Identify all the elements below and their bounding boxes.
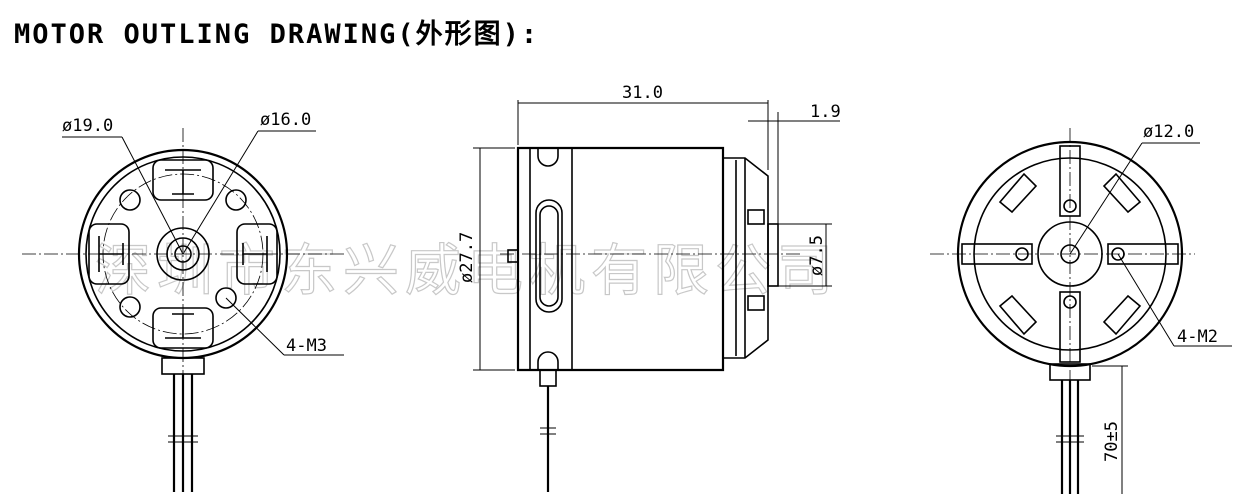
rear-lead-len-label: 70±5 [1102, 421, 1122, 462]
front-dia-bolt-label: ø16.0 [260, 110, 311, 130]
front-dia-outer-label: ø19.0 [62, 116, 113, 136]
drawing-title: MOTOR OUTLING DRAWING(外形图): [14, 19, 540, 50]
side-view: 31.0 1.9 ø27.7 ø7.5 [457, 83, 841, 492]
side-body-dia-label: ø27.7 [457, 232, 477, 283]
side-length-label: 31.0 [622, 83, 663, 103]
rear-holes-label: 4-M2 [1177, 327, 1218, 347]
side-shaft-len-label: 1.9 [810, 102, 841, 122]
front-view: ø19.0 ø16.0 4-M3 [22, 110, 345, 492]
rear-dia-bolt-label: ø12.0 [1143, 122, 1194, 142]
rear-outer-circle [956, 140, 1184, 368]
front-holes-label: 4-M3 [286, 336, 327, 356]
side-shaft-dia-label: ø7.5 [807, 235, 827, 276]
rear-view: ø12.0 4-M2 70±5 [930, 122, 1232, 494]
